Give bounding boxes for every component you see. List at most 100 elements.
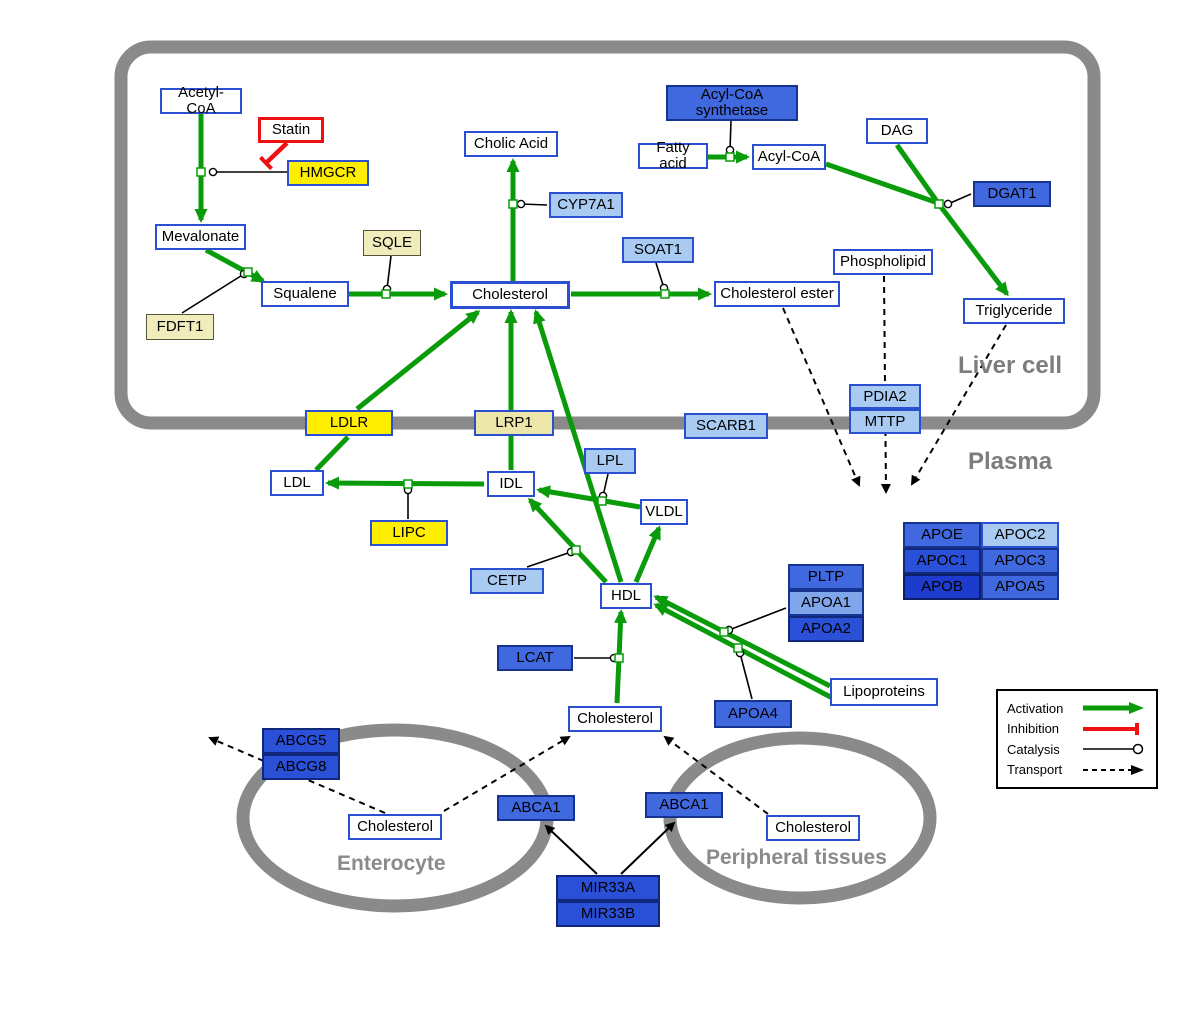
reaction-anchor <box>614 653 624 663</box>
legend-item-activation: Activation <box>1007 698 1147 718</box>
apoc2-node[interactable]: APOC2 <box>981 522 1059 548</box>
fdft1-node[interactable]: FDFT1 <box>146 314 214 340</box>
legend-symbol-inhibition <box>1083 722 1139 735</box>
legend-item-inhibition: Inhibition <box>1007 719 1147 739</box>
apoc3-node[interactable]: APOC3 <box>981 548 1059 574</box>
apoc1-node[interactable]: APOC1 <box>903 548 981 574</box>
sqle-node[interactable]: SQLE <box>363 230 421 256</box>
cholesterol-ester-node[interactable]: Cholesterol ester <box>714 281 840 307</box>
edges-group <box>181 114 1009 875</box>
activation-edge <box>314 435 350 472</box>
abcg5-node[interactable]: ABCG5 <box>262 728 340 754</box>
acyl-coa-node[interactable]: Acyl-CoA <box>752 144 826 170</box>
reaction-anchors-group <box>196 152 944 663</box>
abca1-enterocyte-node[interactable]: ABCA1 <box>497 795 575 821</box>
abcg8-node[interactable]: ABCG8 <box>262 754 340 780</box>
enterocyte-label: Enterocyte <box>337 852 446 875</box>
ldlr-node[interactable]: LDLR <box>305 410 393 436</box>
cholesterol-liver-node[interactable]: Cholesterol <box>450 281 570 309</box>
soat1-node[interactable]: SOAT1 <box>622 237 694 263</box>
vldl-node[interactable]: VLDL <box>640 499 688 525</box>
legend-label-activation: Activation <box>1007 700 1064 716</box>
plasma-label: Plasma <box>968 448 1053 475</box>
acyl-coa-synthetase-node[interactable]: Acyl-CoA synthetase <box>666 85 798 121</box>
liver-cell-membrane <box>114 40 1101 430</box>
cholesterol-enterocyte-node[interactable]: Cholesterol <box>348 814 442 840</box>
mir33b-node[interactable]: MIR33B <box>556 901 660 927</box>
idl-node[interactable]: IDL <box>487 471 535 497</box>
mttp-node[interactable]: MTTP <box>849 409 921 434</box>
mevalonate-node[interactable]: Mevalonate <box>155 224 246 250</box>
catalysis-edge <box>943 193 972 209</box>
scarb1-node[interactable]: SCARB1 <box>684 413 768 439</box>
legend-item-catalysis: Catalysis <box>1007 739 1147 759</box>
lrp1-node[interactable]: LRP1 <box>474 410 554 436</box>
liver-cell-label: Liver cell <box>958 352 1063 379</box>
catalysis-edge <box>725 120 735 155</box>
peripheral-tissues-label: Peripheral tissues <box>706 846 887 869</box>
inhibition-edge <box>259 141 289 171</box>
activation-edge <box>536 485 641 510</box>
activation-edge <box>204 247 266 284</box>
catalysis-edge <box>181 269 249 314</box>
reaction-anchor <box>725 152 735 162</box>
fatty-acid-node[interactable]: Fatty acid <box>638 140 708 171</box>
ldl-node[interactable]: LDL <box>270 470 324 496</box>
peripheral-tissues-membrane <box>663 731 937 905</box>
cholic-acid-node[interactable]: Cholic Acid <box>464 131 558 157</box>
legend-symbol-catalysis <box>1083 744 1144 755</box>
arrow-edge <box>544 824 598 875</box>
reaction-anchor <box>733 643 743 653</box>
catalysis-edge <box>382 255 392 294</box>
activation-edge <box>533 309 624 583</box>
squalene-node[interactable]: Squalene <box>261 281 349 307</box>
triglyceride-node[interactable]: Triglyceride <box>963 298 1065 324</box>
abca1-peripheral-node[interactable]: ABCA1 <box>645 792 723 818</box>
cholesterol-plasma-node[interactable]: Cholesterol <box>568 706 662 732</box>
pltp-node[interactable]: PLTP <box>788 564 864 590</box>
apoa1-node[interactable]: APOA1 <box>788 590 864 616</box>
lipc-node[interactable]: LIPC <box>370 520 448 546</box>
legend-symbol-transport <box>1083 764 1144 775</box>
dag-node[interactable]: DAG <box>866 118 928 144</box>
statin-node[interactable]: Statin <box>258 117 324 143</box>
dgat1-node[interactable]: DGAT1 <box>973 181 1051 207</box>
apoa5-node[interactable]: APOA5 <box>981 574 1059 600</box>
transport-edge <box>880 275 891 494</box>
catalysis-edge <box>655 262 669 293</box>
reaction-anchor <box>597 496 607 506</box>
apob-node[interactable]: APOB <box>903 574 981 600</box>
legend-label-catalysis: Catalysis <box>1007 741 1060 757</box>
transport-edge <box>782 307 861 487</box>
apoa2-node[interactable]: APOA2 <box>788 616 864 642</box>
catalysis-edge <box>735 648 753 700</box>
lcat-node[interactable]: LCAT <box>497 645 573 671</box>
pdia2-node[interactable]: PDIA2 <box>849 384 921 409</box>
cyp7a1-node[interactable]: CYP7A1 <box>549 192 623 218</box>
transport-edge <box>443 735 571 812</box>
catalysis-edge <box>516 199 548 209</box>
reaction-anchor <box>381 289 391 299</box>
acetyl-coa-node[interactable]: Acetyl-CoA <box>160 85 242 116</box>
legend-label-transport: Transport <box>1007 762 1063 778</box>
apoa4-node[interactable]: APOA4 <box>714 700 792 728</box>
reaction-anchor <box>243 267 253 277</box>
activation-edge <box>633 525 662 583</box>
lipoproteins-node[interactable]: Lipoproteins <box>830 678 938 706</box>
hdl-node[interactable]: HDL <box>600 583 652 609</box>
mir33a-node[interactable]: MIR33A <box>556 875 660 901</box>
catalysis-edge <box>724 607 787 635</box>
reaction-anchor <box>571 545 581 555</box>
lpl-node[interactable]: LPL <box>584 448 636 474</box>
phospholipid-node[interactable]: Phospholipid <box>833 249 933 275</box>
cetp-node[interactable]: CETP <box>470 568 544 594</box>
apoe-node[interactable]: APOE <box>903 522 981 548</box>
catalysis-edge <box>526 547 576 568</box>
cholesterol-peripheral-node[interactable]: Cholesterol <box>766 815 860 841</box>
hmgcr-node[interactable]: HMGCR <box>287 160 369 186</box>
activation-edge <box>653 594 832 689</box>
activation-edge <box>527 497 608 584</box>
